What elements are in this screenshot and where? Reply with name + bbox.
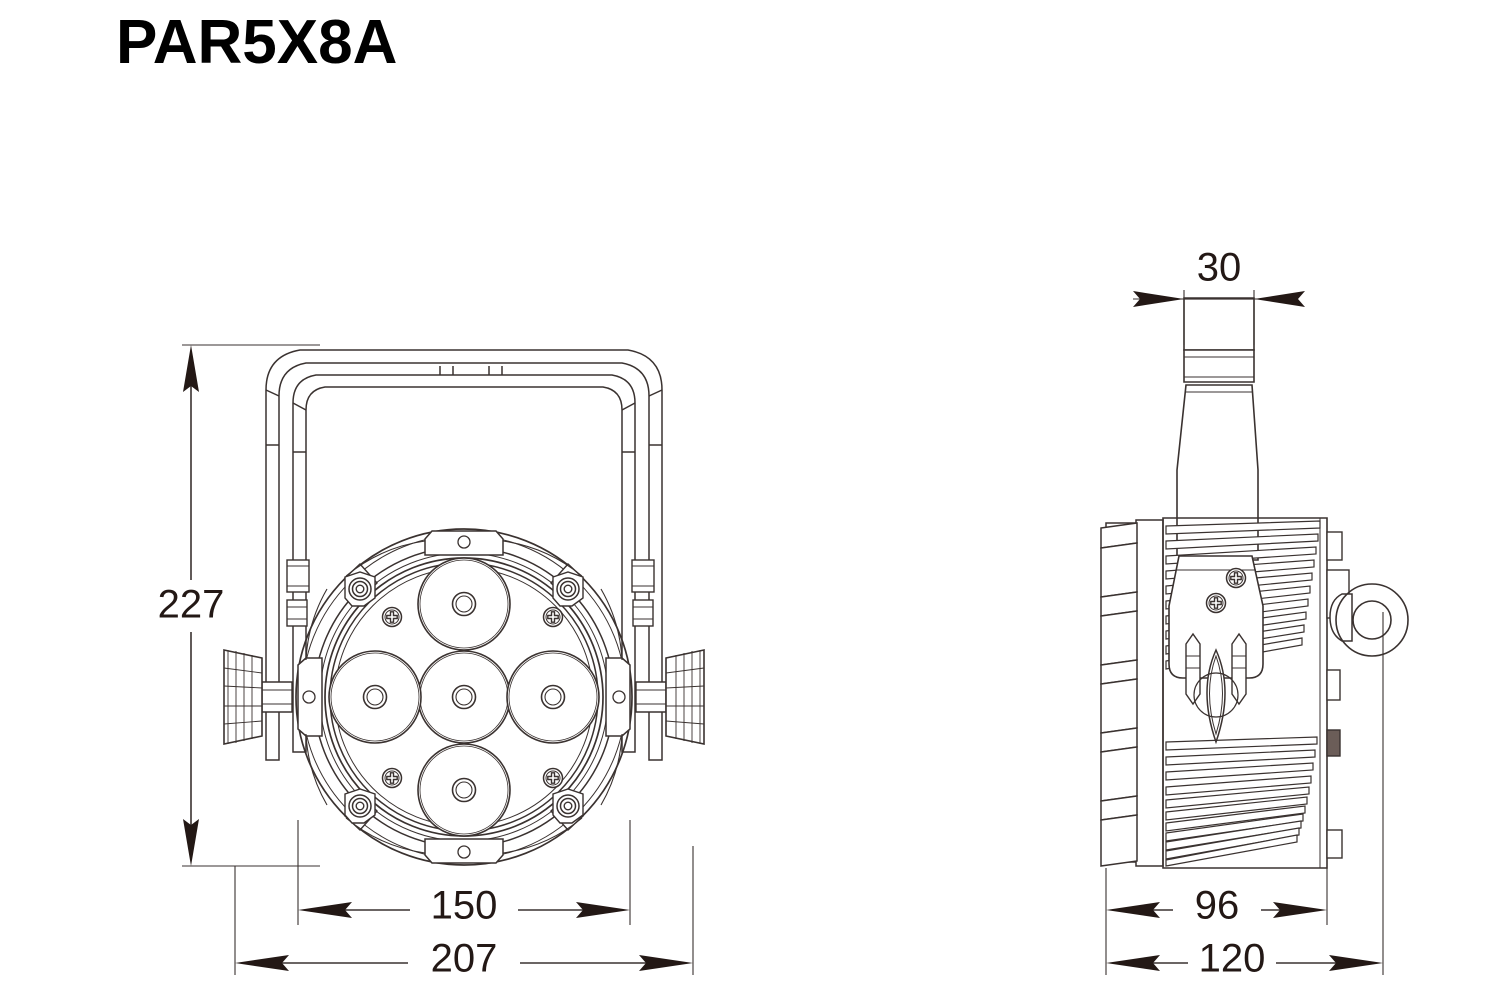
front-extension-lines: [182, 344, 694, 975]
side-yoke-arm: [1176, 297, 1259, 561]
knurled-tilt-knob-right: [635, 649, 705, 745]
hex-boss-top-left: [344, 571, 376, 607]
dimension-depth-120: 120: [1106, 937, 1383, 981]
hex-boss-bottom-left: [344, 788, 376, 824]
dimension-width-207: 207: [235, 937, 693, 981]
page-title: PAR5X8A: [116, 8, 398, 77]
phillips-screw-bottom-left: [381, 767, 403, 789]
dimension-depth-96: 96: [1106, 884, 1327, 928]
dimension-label-30: 30: [1197, 246, 1242, 290]
front-view: 227 150 207: [158, 344, 705, 981]
hex-boss-top-right: [552, 571, 584, 607]
led-lens-top: [417, 557, 511, 651]
phillips-screw-bottom-right: [542, 767, 564, 789]
side-housing-shell: [1100, 519, 1164, 867]
heat-sink-fins-lower: [1165, 736, 1318, 867]
led-lens-bottom: [417, 743, 511, 837]
phillips-screw-top-left: [381, 606, 403, 628]
knurled-tilt-knob-left: [223, 649, 293, 745]
port-4: [1326, 729, 1341, 757]
dimension-label-227: 227: [158, 583, 225, 627]
dimension-label-207: 207: [431, 937, 498, 981]
phillips-screw-side-lower: [1205, 592, 1227, 614]
safety-eyelet-ring: [1329, 583, 1409, 657]
led-lens-center: [417, 650, 511, 744]
port-5: [1326, 829, 1343, 859]
dimension-width-150: 150: [298, 884, 630, 928]
dimension-label-150: 150: [431, 884, 498, 928]
dimension-depth-30: 30: [1133, 246, 1305, 307]
rear-connector-ports: [1326, 531, 1350, 859]
phillips-screw-top-right: [542, 606, 564, 628]
dimension-label-96: 96: [1195, 884, 1240, 928]
yoke-pivot-left: [286, 559, 310, 627]
side-view: 30 96 120: [1100, 246, 1409, 981]
port-1: [1326, 531, 1343, 561]
led-lens-right: [506, 650, 600, 744]
dimension-label-120: 120: [1199, 937, 1266, 981]
dimension-height-227: 227: [158, 345, 225, 866]
hex-boss-bottom-right: [552, 788, 584, 824]
yoke-pivot-right: [631, 559, 655, 627]
port-3: [1326, 669, 1341, 701]
phillips-screw-side-upper: [1225, 567, 1247, 589]
side-yoke-mount-plate: [1168, 555, 1264, 745]
rim-tabs: [297, 530, 631, 864]
led-lens-left: [328, 650, 422, 744]
